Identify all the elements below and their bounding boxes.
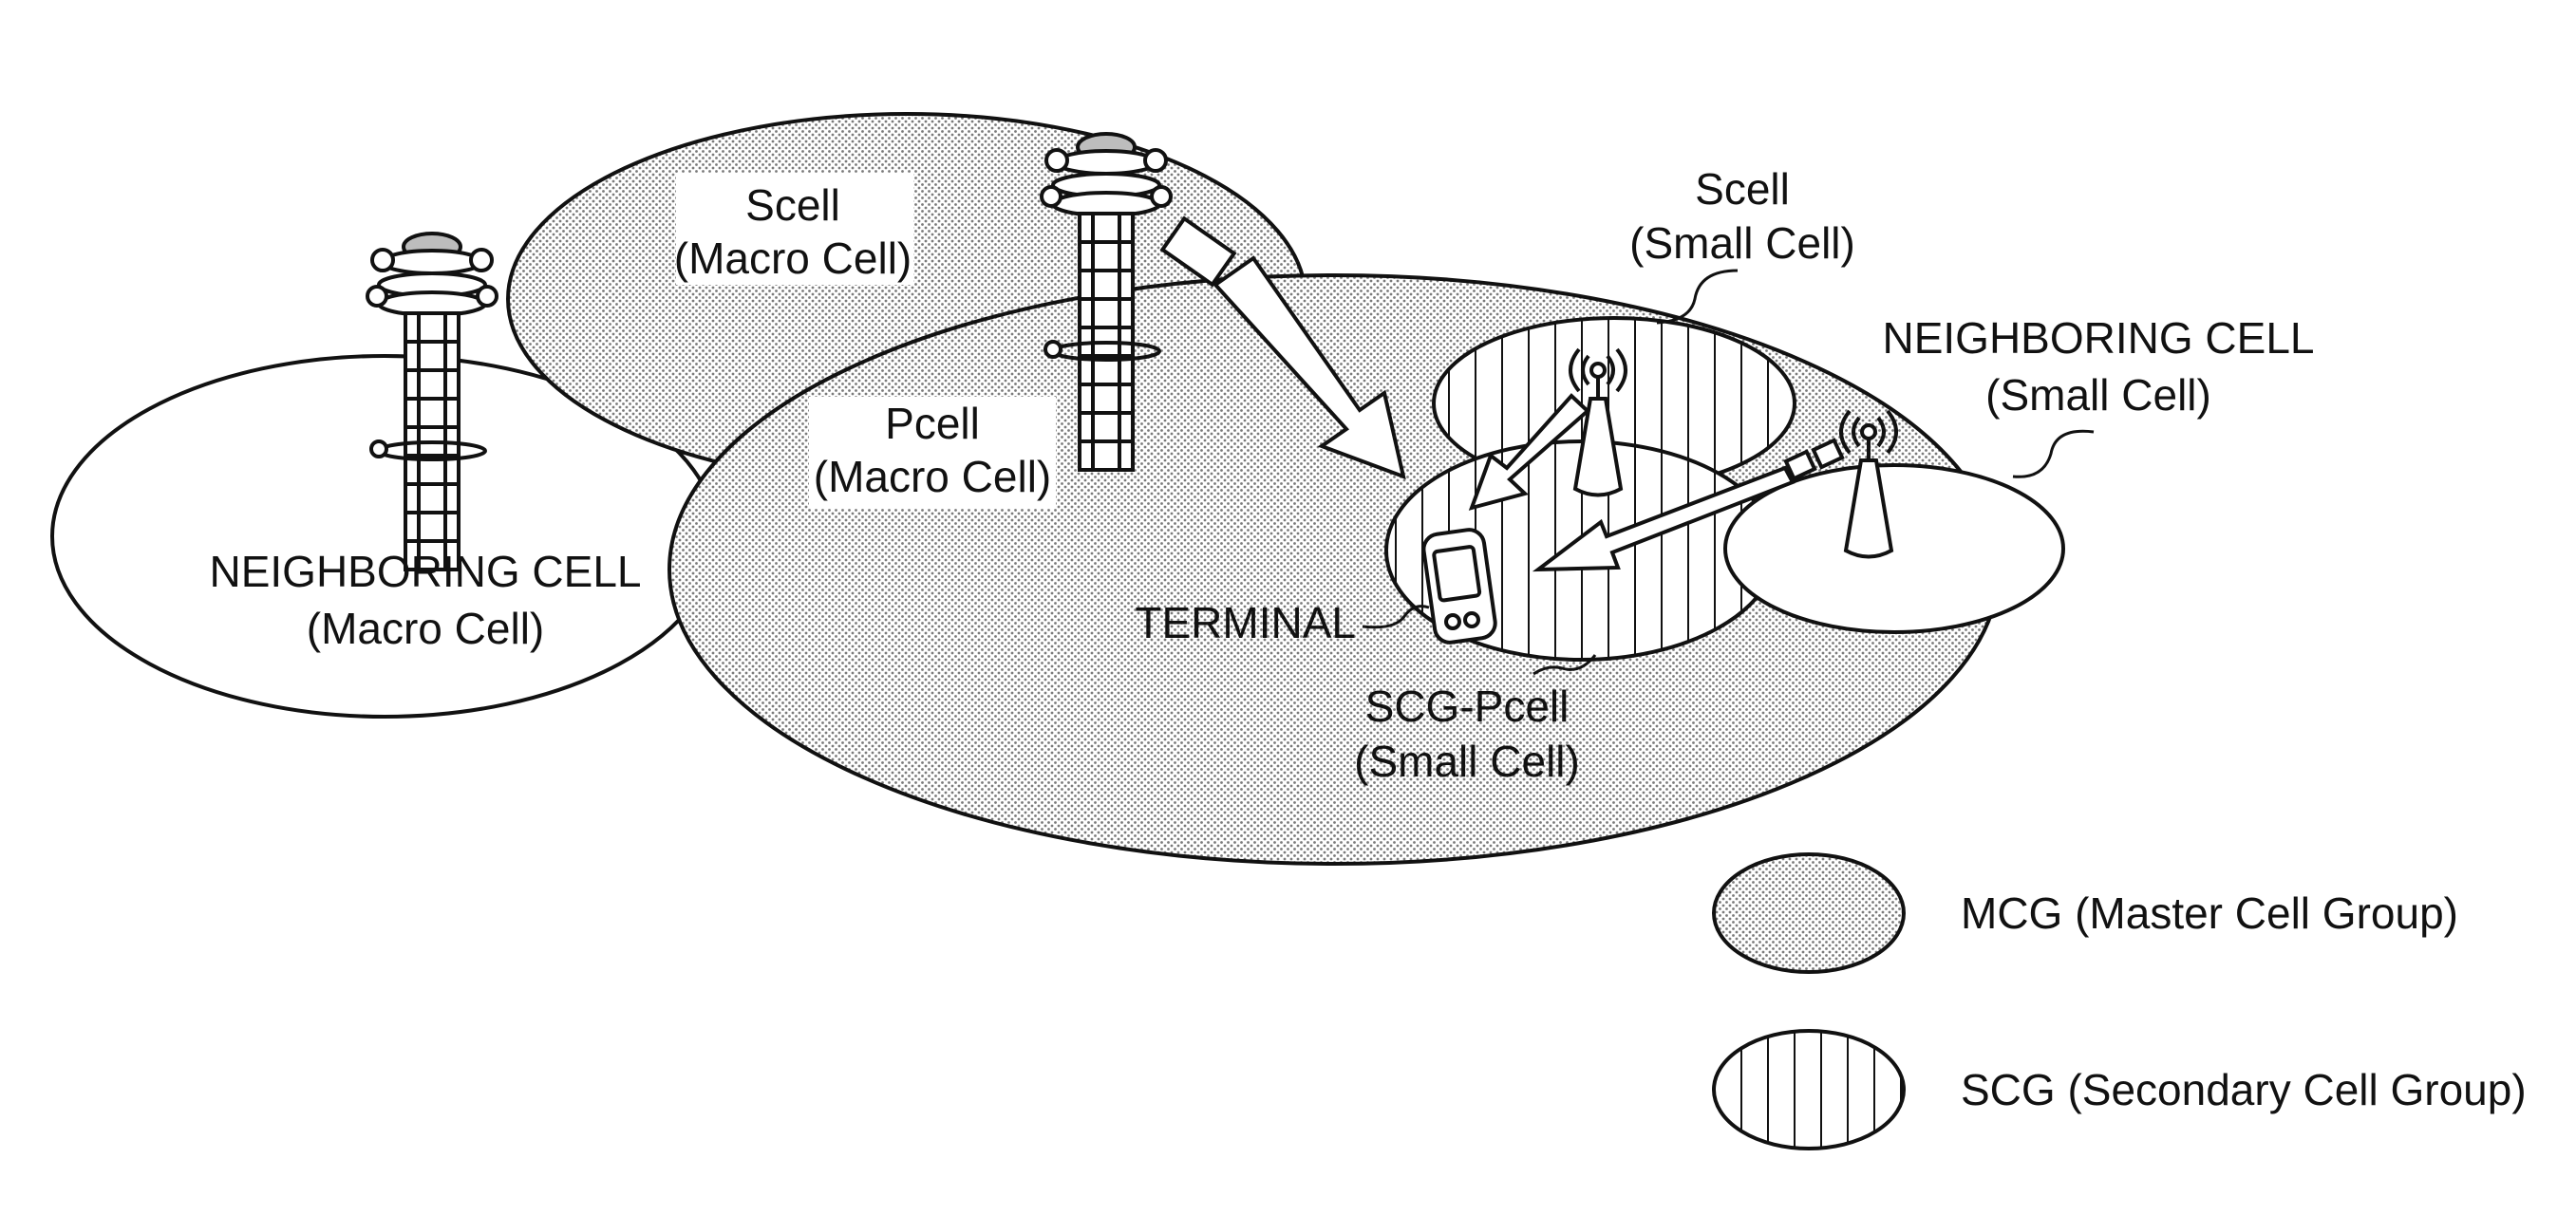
- terminal-device-icon: [1421, 528, 1496, 645]
- scg-pcell-name: SCG-Pcell: [1365, 682, 1570, 731]
- scg-pcell-type: (Small Cell): [1354, 737, 1580, 786]
- pcell-macro-type: (Macro Cell): [814, 452, 1051, 501]
- neighbor-macro-name: NEIGHBORING CELL: [210, 547, 642, 596]
- neighbor-macro-type: (Macro Cell): [307, 604, 544, 653]
- legend-scg-swatch: [1714, 1031, 1904, 1149]
- scell-macro-name: Scell: [745, 180, 840, 230]
- neighbor-small-type: (Small Cell): [1985, 370, 2211, 420]
- terminal-label: TERMINAL: [1135, 598, 1356, 647]
- legend-mcg-swatch: [1714, 854, 1904, 972]
- legend-mcg-label: MCG (Master Cell Group): [1961, 888, 2458, 938]
- neighbor-small-name: NEIGHBORING CELL: [1883, 313, 2315, 363]
- pcell-macro-name: Pcell: [885, 399, 980, 448]
- scell-small-type: (Small Cell): [1629, 218, 1855, 268]
- scell-macro-type: (Macro Cell): [674, 234, 912, 283]
- scell-small-name: Scell: [1695, 164, 1790, 214]
- legend-scg-label: SCG (Secondary Cell Group): [1961, 1065, 2527, 1114]
- neighbor-small-leader-line: [2013, 431, 2094, 477]
- legend: MCG (Master Cell Group) SCG (Secondary C…: [1714, 854, 2527, 1149]
